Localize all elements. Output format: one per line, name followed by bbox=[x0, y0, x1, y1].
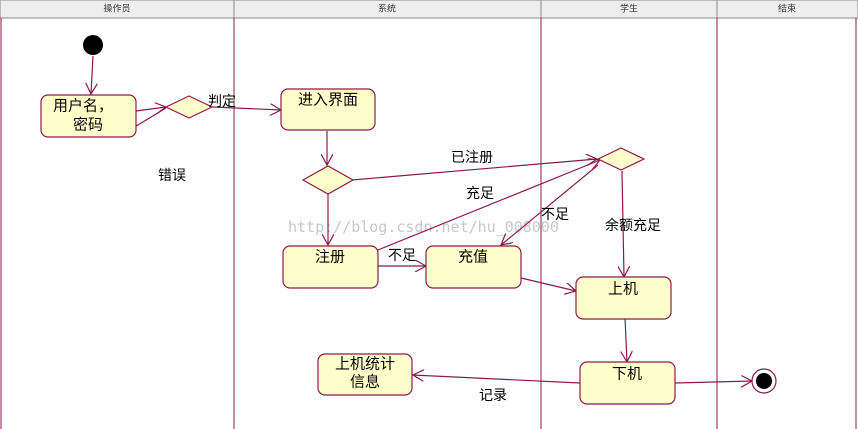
node-stats: 上机统计 信息 bbox=[317, 353, 413, 396]
node-register: 注册 bbox=[282, 245, 379, 289]
edge-login-to-judge bbox=[135, 107, 166, 111]
registered-decision bbox=[301, 165, 355, 195]
lane-dividers bbox=[0, 18, 857, 429]
label-judge: 判定 bbox=[208, 94, 236, 110]
watermark: http://blog.csdn.net/hu_008000 bbox=[288, 218, 559, 236]
judge-decision bbox=[164, 95, 214, 119]
node-login: 用户名， 密码 bbox=[40, 94, 137, 138]
lane-title-end: 结束 bbox=[778, 3, 796, 15]
node-register-label: 注册 bbox=[315, 248, 345, 266]
edge-recharge-to-online bbox=[520, 277, 576, 291]
edge-offline-to-end bbox=[674, 381, 752, 383]
edges bbox=[91, 55, 752, 384]
lane-headers: 操作员 系统 学生 结束 bbox=[0, 0, 858, 19]
lane-title-student: 学生 bbox=[620, 3, 638, 15]
lane-header-end bbox=[716, 0, 858, 19]
label-insufficient-balance: 不足 bbox=[541, 207, 569, 223]
edge-start-to-login bbox=[91, 55, 93, 94]
node-recharge: 充值 bbox=[425, 245, 522, 289]
node-stats-line1: 上机统计 bbox=[335, 355, 395, 373]
node-enter-label: 进入界面 bbox=[298, 91, 358, 109]
edge-offline-record bbox=[413, 375, 581, 384]
end-node bbox=[751, 368, 777, 394]
node-stats-line2: 信息 bbox=[350, 373, 380, 391]
edge-register-to-balance bbox=[377, 160, 600, 251]
edge-registered bbox=[351, 159, 597, 181]
node-login-line1: 用户名， bbox=[53, 97, 113, 115]
label-insufficient-register: 不足 bbox=[388, 248, 416, 264]
node-offline-label: 下机 bbox=[612, 365, 642, 383]
edge-online-to-offline bbox=[625, 317, 627, 362]
node-offline: 下机 bbox=[579, 361, 676, 405]
lane-title-system: 系统 bbox=[378, 3, 396, 15]
start-node bbox=[83, 35, 103, 55]
label-error: 错误 bbox=[158, 168, 186, 184]
label-balance-ok: 余额充足 bbox=[605, 217, 661, 234]
lane-title-operator: 操作员 bbox=[103, 3, 130, 15]
node-online-label: 上机 bbox=[608, 280, 638, 298]
edge-judge-to-enter bbox=[211, 107, 281, 110]
node-online: 上机 bbox=[575, 276, 672, 320]
edge-balance-ok bbox=[622, 170, 624, 277]
label-registered: 已注册 bbox=[451, 150, 493, 166]
node-recharge-label: 充值 bbox=[458, 248, 488, 266]
node-login-line2: 密码 bbox=[73, 116, 103, 134]
label-record: 记录 bbox=[479, 388, 507, 404]
balance-decision bbox=[596, 147, 646, 171]
node-enter: 进入界面 bbox=[280, 88, 376, 131]
label-recharge-edge: 充足 bbox=[466, 186, 494, 202]
edge-balance-insufficient bbox=[501, 164, 599, 245]
